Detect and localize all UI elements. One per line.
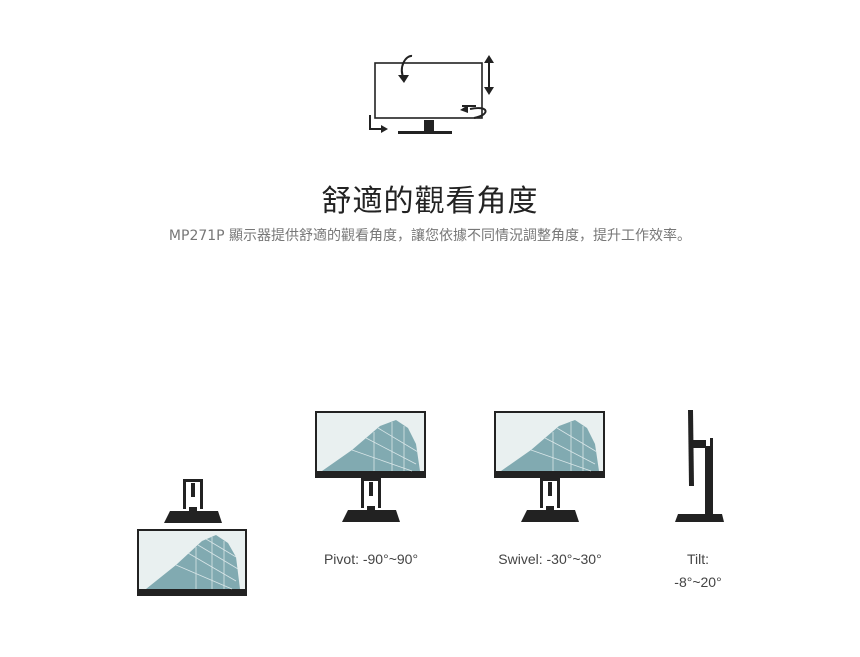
swivel-label: Swivel: -30°~30° [498, 551, 602, 567]
monitor-adjust-icon [369, 55, 494, 134]
swivel-figure [494, 411, 605, 522]
updown-arrow-icon [484, 55, 494, 95]
tilt-figure [675, 410, 724, 522]
height-adjust-figure [137, 479, 247, 596]
swivel-arrow-icon [460, 105, 487, 119]
section-subtitle: MP271P 顯示器提供舒適的觀看角度，讓您依據不同情況調整角度，提升工作效率。 [168, 228, 692, 244]
section-title: 舒適的觀看角度 [321, 184, 539, 219]
tilt-label: Tilt: -8°~20° [650, 548, 746, 594]
tilt-label-line1: Tilt: [686, 551, 710, 567]
rotate-arrow-icon [398, 55, 413, 83]
tilt-label-line2: -8°~20° [674, 574, 722, 590]
pivot-label: Pivot: -90°~90° [323, 551, 419, 567]
pivot-figure [315, 411, 426, 522]
